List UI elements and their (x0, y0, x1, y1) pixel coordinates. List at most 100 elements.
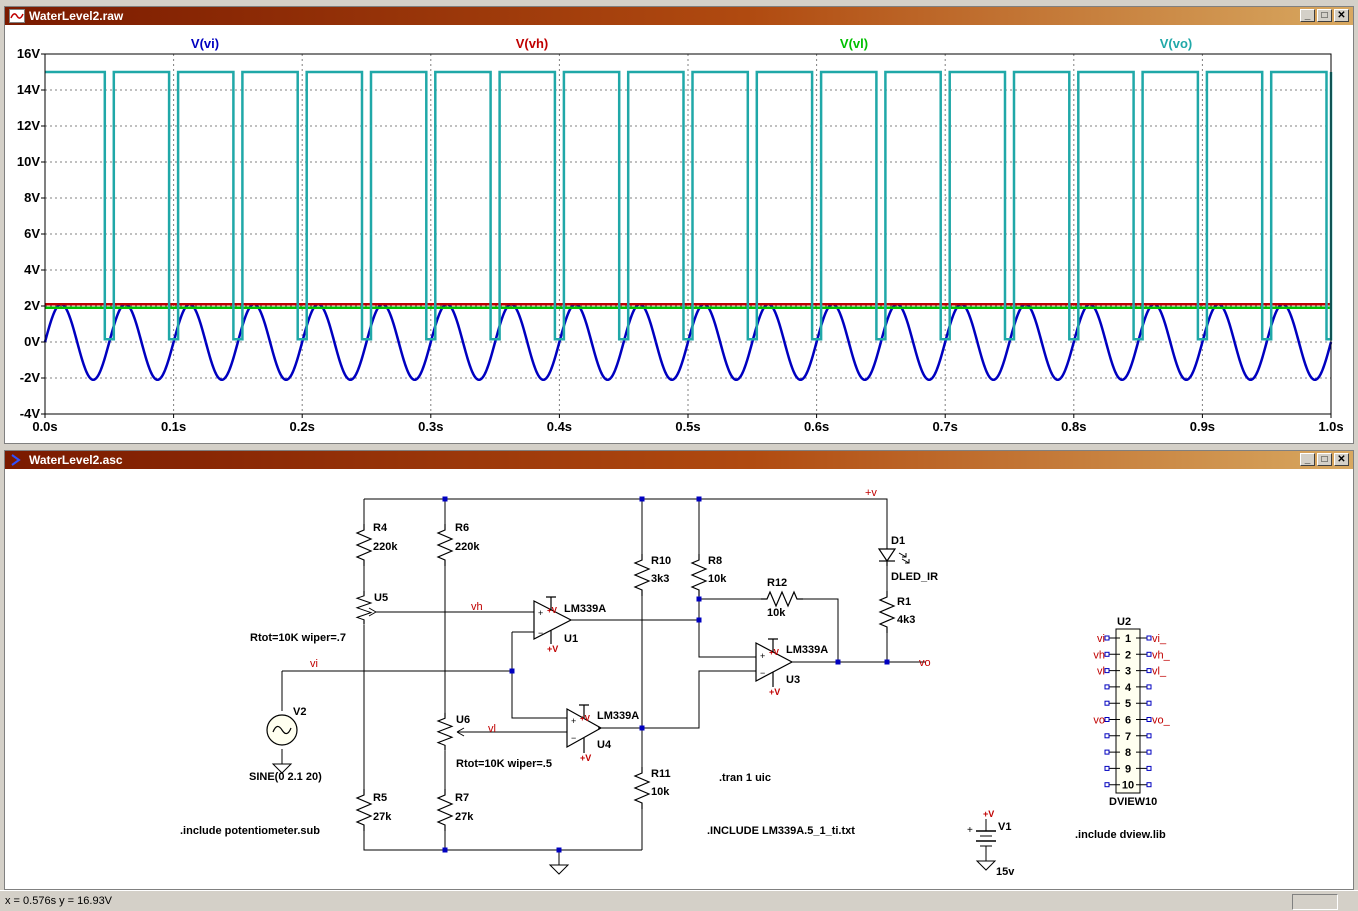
dview-pin-number: 7 (1125, 731, 1131, 743)
dview-pin-right (1146, 635, 1152, 641)
svg-text:LM339A: LM339A (786, 644, 828, 656)
diode-d1[interactable] (877, 548, 910, 566)
svg-text:SINE(0 2.1 20): SINE(0 2.1 20) (249, 771, 322, 783)
svg-text:LM339A: LM339A (597, 710, 639, 722)
dview-pin-right (1146, 700, 1152, 706)
svg-text:15v: 15v (996, 866, 1015, 878)
close-button[interactable]: ✕ (1334, 453, 1349, 466)
dview-pin-left (1104, 782, 1110, 788)
dview-pin-right (1146, 733, 1152, 739)
dview-pin-bg (1120, 762, 1136, 775)
x-tick-label: 0.5s (675, 419, 700, 434)
svg-text:3k3: 3k3 (651, 573, 669, 585)
schematic-window-title: WaterLevel2.asc (29, 453, 123, 467)
svg-text:R7: R7 (455, 792, 469, 804)
svg-text:vi: vi (310, 658, 318, 670)
dview-pin-left (1104, 733, 1110, 739)
svg-text:R1: R1 (897, 596, 911, 608)
dview-pin-left (1104, 651, 1110, 657)
dview-pin-bg (1120, 697, 1136, 710)
legend-entry[interactable]: V(vi) (191, 36, 219, 51)
x-tick-label: 0.7s (933, 419, 958, 434)
svg-text:+: + (538, 608, 543, 618)
dview-pin-bg (1120, 746, 1136, 759)
svg-text:U2: U2 (1117, 616, 1131, 628)
junctions (442, 496, 890, 853)
svg-text:+v: +v (865, 487, 877, 499)
svg-text:R4: R4 (373, 522, 388, 534)
y-tick-label: 4V (24, 262, 40, 277)
svg-text:D1: D1 (891, 535, 905, 547)
waveform-app-icon (9, 9, 25, 23)
dview-right-label: vh_ (1152, 649, 1171, 661)
u6-wiper-arrow (456, 727, 465, 737)
dview-pin-right (1146, 651, 1152, 657)
dview-pin-left (1104, 717, 1110, 722)
svg-text:−: − (760, 668, 765, 678)
dview-pin-number: 2 (1125, 649, 1131, 661)
plot-frame (44, 53, 1332, 415)
svg-text:vh: vh (471, 601, 483, 613)
dview-pin-bg (1120, 632, 1136, 644)
plot-grid (45, 54, 1331, 414)
svg-text:−: − (571, 733, 576, 743)
y-tick-label: 14V (17, 82, 40, 97)
minimize-button[interactable]: _ (1300, 9, 1315, 22)
sine-source-v2[interactable] (266, 714, 298, 746)
dview-right-label: vl_ (1152, 666, 1167, 678)
dview-pin-number: 5 (1125, 698, 1131, 710)
dview-pin-right (1146, 782, 1152, 788)
svg-text:vo: vo (919, 657, 931, 669)
maximize-button[interactable]: □ (1317, 9, 1332, 22)
traces (43, 70, 1333, 382)
schematic-window: WaterLevel2.asc _ □ ✕ (4, 450, 1354, 890)
legend-entry[interactable]: V(vh) (516, 36, 549, 51)
dview-pin-right (1146, 668, 1152, 674)
x-tick-label: 0.2s (290, 419, 315, 434)
x-tick-label: 0.6s (804, 419, 829, 434)
legend-entry[interactable]: V(vl) (840, 36, 868, 51)
svg-text:R10: R10 (651, 555, 671, 567)
comparator-u3[interactable] (755, 638, 794, 687)
dview-pin-left (1104, 668, 1110, 674)
waveform-window-title: WaterLevel2.raw (29, 9, 124, 23)
dview-pin-left (1104, 700, 1110, 706)
maximize-button[interactable]: □ (1317, 453, 1332, 466)
svg-text:+V: +V (547, 606, 558, 615)
dview-right-label: vo_ (1152, 715, 1171, 727)
svg-text:10k: 10k (767, 607, 786, 619)
battery-v1[interactable]: +V + (967, 809, 996, 861)
x-tick-label: 0.1s (161, 419, 186, 434)
dview-pin-right (1146, 765, 1152, 771)
svg-text:+V: +V (547, 644, 558, 654)
svg-text:10k: 10k (708, 573, 727, 585)
comparator-u1[interactable] (533, 596, 573, 644)
svg-text:R5: R5 (373, 792, 387, 804)
y-tick-label: -2V (20, 370, 41, 385)
dview-pin-number: 9 (1125, 763, 1131, 775)
dview-right-label: vi_ (1152, 633, 1167, 645)
x-tick-label: 0.0s (32, 419, 57, 434)
svg-text:DLED_IR: DLED_IR (891, 571, 938, 583)
schematic-titlebar[interactable]: WaterLevel2.asc _ □ ✕ (5, 451, 1353, 469)
svg-text:+V: +V (580, 753, 591, 763)
dview-pin-bg (1120, 648, 1136, 661)
svg-text:vl: vl (488, 723, 496, 735)
y-tick-label: 6V (24, 226, 40, 241)
minimize-button[interactable]: _ (1300, 453, 1315, 466)
net-labels: vh vi vl vo +v (310, 487, 931, 735)
wires (281, 498, 926, 865)
waveform-titlebar[interactable]: WaterLevel2.raw _ □ ✕ (5, 7, 1353, 25)
comparator-u4[interactable] (566, 704, 603, 753)
dview-pin-number: 6 (1125, 715, 1131, 727)
y-tick-label: 16V (17, 46, 40, 61)
svg-text:R12: R12 (767, 577, 787, 589)
dview-pin-number: 4 (1125, 682, 1132, 694)
close-button[interactable]: ✕ (1334, 9, 1349, 22)
legend-entry[interactable]: V(vo) (1160, 36, 1193, 51)
